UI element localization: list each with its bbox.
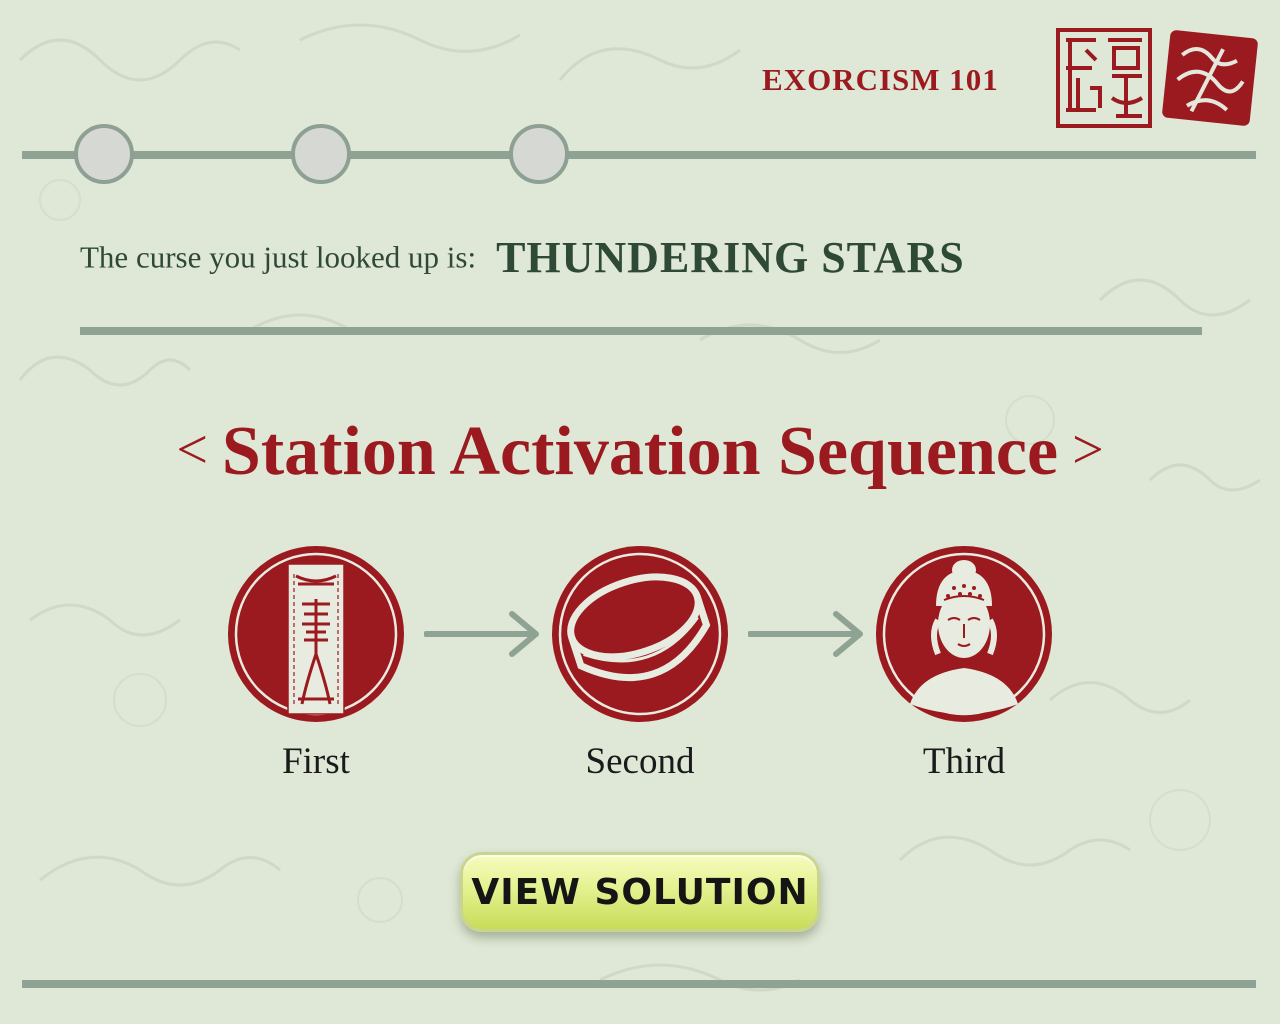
red-dragon-seal-icon: [1162, 30, 1258, 126]
curse-name: THUNDERING STARS: [496, 233, 965, 282]
red-seal-stamp-icon: [1056, 28, 1152, 128]
progress-step-2: [291, 124, 351, 184]
station-label-second: Second: [585, 741, 695, 782]
progress-track: [22, 151, 1256, 159]
talisman-banner-icon: [228, 546, 404, 722]
progress-step-3: [509, 124, 569, 184]
progress-step-1: [74, 124, 134, 184]
close-bracket: >: [1072, 419, 1104, 481]
station-label-first: First: [282, 741, 350, 782]
arrow-right-icon: [424, 611, 539, 657]
drum-icon: [552, 546, 728, 722]
curse-label: The curse you just looked up is:: [80, 239, 477, 275]
divider: [80, 327, 1202, 335]
open-bracket: <: [176, 419, 208, 481]
sequence-heading-text: Station Activation Sequence: [221, 413, 1059, 490]
view-solution-button[interactable]: VIEW SOLUTION: [460, 852, 820, 932]
arrow-right-icon: [748, 611, 863, 657]
app-title: EXORCISM 101: [762, 62, 999, 97]
station-label-third: Third: [922, 741, 1006, 782]
curse-info: The curse you just looked up is: THUNDER…: [80, 232, 965, 282]
footer-divider: [22, 980, 1256, 988]
sequence-heading: <Station Activation Sequence>: [0, 410, 1280, 492]
buddha-head-icon: [876, 546, 1052, 722]
